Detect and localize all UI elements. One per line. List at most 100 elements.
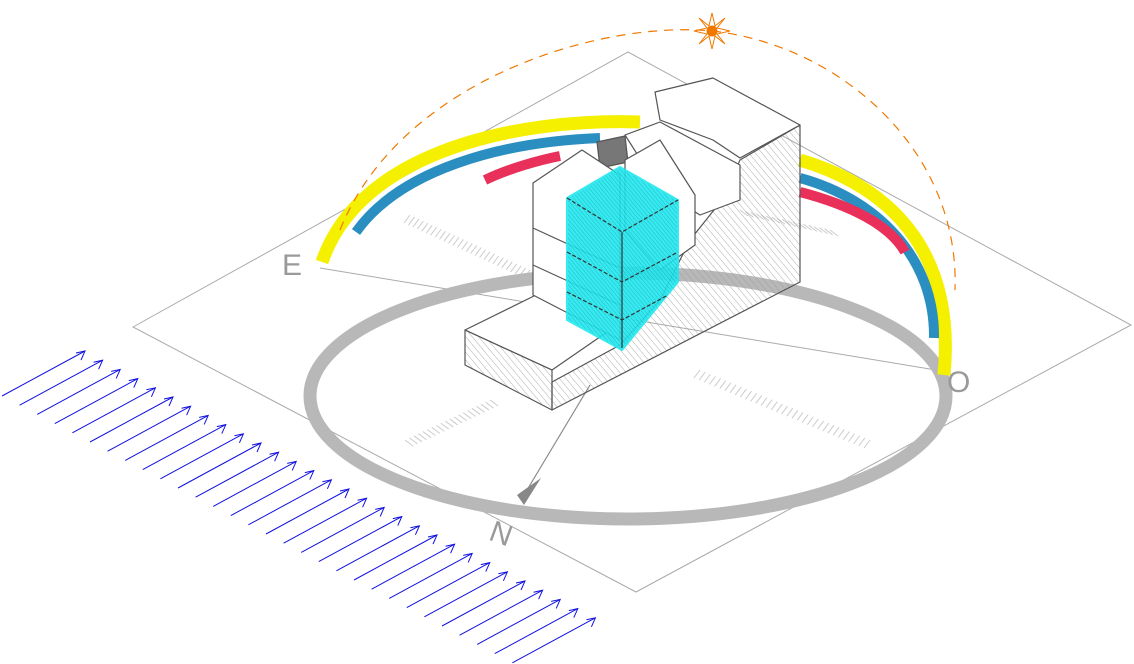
tick-mark bbox=[760, 397, 768, 406]
tick-mark bbox=[806, 416, 814, 425]
tick-mark bbox=[489, 399, 499, 407]
tick-mark bbox=[724, 382, 732, 392]
tick-mark bbox=[776, 403, 783, 413]
tick-mark bbox=[436, 424, 445, 432]
wind-arrow-icon bbox=[124, 414, 210, 461]
tick-mark bbox=[440, 422, 450, 430]
tick-mark bbox=[848, 433, 855, 442]
tick-mark bbox=[514, 265, 522, 275]
winter-sun-path bbox=[482, 151, 561, 185]
tick-mark bbox=[453, 416, 463, 424]
tick-mark bbox=[474, 247, 482, 256]
wind-arrow-icon bbox=[441, 580, 526, 627]
tick-mark bbox=[425, 224, 433, 234]
tick-mark bbox=[431, 426, 441, 434]
tick-mark bbox=[444, 420, 454, 428]
base-front bbox=[464, 329, 553, 411]
north-axis bbox=[526, 384, 591, 491]
tick-mark bbox=[421, 222, 429, 232]
terrain-top bbox=[654, 77, 801, 159]
tick-mark bbox=[471, 408, 481, 415]
wind-arrow-icon bbox=[36, 368, 122, 415]
tick-mark bbox=[449, 418, 459, 426]
tick-mark bbox=[452, 237, 460, 246]
tick-mark bbox=[808, 224, 818, 232]
wind-arrow-icon bbox=[265, 488, 350, 535]
tick-mark bbox=[413, 435, 423, 443]
tick-mark bbox=[458, 414, 467, 422]
tick-mark bbox=[418, 433, 427, 441]
tick-mark bbox=[430, 226, 438, 236]
tick-mark bbox=[750, 393, 758, 402]
wind-arrow-icon bbox=[512, 617, 597, 664]
tick-mark bbox=[709, 376, 716, 385]
wind-arrow-icon bbox=[336, 525, 421, 572]
tick-mark bbox=[480, 403, 490, 411]
tick-mark bbox=[698, 371, 706, 381]
tick-mark bbox=[791, 410, 799, 419]
wind-arrow-icon bbox=[248, 479, 333, 526]
tick-mark bbox=[812, 418, 819, 428]
tick-mark bbox=[863, 439, 871, 449]
tick-mark bbox=[801, 414, 809, 423]
tick-mark bbox=[448, 235, 455, 244]
tick-mark bbox=[470, 245, 478, 254]
tick-mark bbox=[734, 386, 742, 396]
tick-mark bbox=[842, 431, 850, 440]
wind-arrow-icon bbox=[353, 534, 438, 581]
tick-mark bbox=[505, 261, 513, 271]
tick-mark bbox=[467, 410, 476, 417]
tick-mark bbox=[412, 218, 420, 228]
tick-mark bbox=[796, 412, 804, 421]
tick-mark bbox=[770, 401, 778, 411]
wind-arrow-icon bbox=[89, 396, 174, 443]
wind-arrow-icon bbox=[107, 405, 192, 452]
tick-mark bbox=[822, 422, 830, 432]
tick-mark bbox=[443, 233, 451, 242]
tick-mark bbox=[824, 228, 834, 236]
tick-mark bbox=[409, 437, 418, 445]
tick-mark bbox=[858, 437, 866, 447]
wind-arrow-icon bbox=[283, 497, 368, 544]
wind-arrow-icon bbox=[212, 460, 298, 507]
tick-mark bbox=[719, 380, 727, 389]
tick-mark bbox=[492, 255, 500, 265]
tick-mark bbox=[488, 253, 495, 263]
tick-mark bbox=[786, 407, 794, 417]
tick-mark bbox=[462, 412, 472, 420]
tick-mark bbox=[404, 439, 414, 447]
tick-mark bbox=[403, 214, 411, 224]
summer-sun-path bbox=[315, 115, 641, 265]
tick-mark bbox=[703, 373, 711, 383]
tick-mark bbox=[813, 226, 823, 233]
tick-mark bbox=[829, 229, 839, 237]
tick-mark bbox=[422, 431, 432, 438]
tick-mark bbox=[485, 401, 494, 409]
tick-mark bbox=[817, 420, 825, 430]
tick-mark bbox=[827, 424, 835, 434]
tick-mark bbox=[408, 216, 415, 226]
tick-mark bbox=[781, 405, 788, 415]
label-east: E bbox=[282, 249, 302, 282]
sun-trajectory bbox=[339, 29, 956, 291]
tick-mark bbox=[501, 259, 509, 269]
tick-mark bbox=[510, 263, 518, 273]
tick-mark bbox=[837, 429, 845, 438]
building bbox=[464, 77, 801, 411]
wind-arrow-icon bbox=[195, 451, 280, 498]
equinox-sun-path bbox=[351, 133, 601, 235]
tick-mark bbox=[803, 223, 812, 231]
tick-mark bbox=[416, 220, 424, 230]
wind-arrow-icon bbox=[160, 433, 245, 480]
tick-mark bbox=[479, 249, 486, 258]
label-west: O bbox=[947, 366, 970, 399]
wind-arrow-icon bbox=[177, 442, 262, 489]
wind-arrow-icon bbox=[476, 598, 562, 645]
wind-arrow-icon bbox=[142, 423, 227, 471]
wind-arrows bbox=[1, 350, 597, 664]
tick-mark bbox=[755, 395, 763, 404]
tick-mark bbox=[496, 257, 504, 267]
wind-arrow-icon bbox=[459, 589, 544, 636]
sun-icon bbox=[693, 12, 731, 50]
